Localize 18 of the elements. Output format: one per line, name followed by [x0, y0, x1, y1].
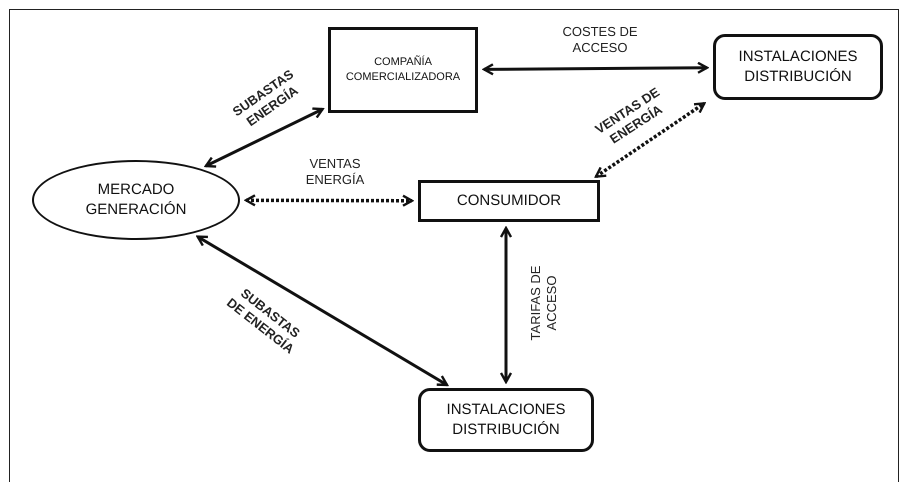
double-arrow: [204, 107, 324, 168]
edge-label: TARIFAS DE ACCESO: [528, 264, 560, 342]
process-box: [418, 388, 594, 452]
dotted-arrow: [244, 194, 414, 207]
dotted-arrow: [594, 102, 706, 178]
edge-label: COSTES DE ACCESO: [561, 24, 639, 56]
process-box: [418, 180, 600, 222]
process-box: [713, 34, 883, 100]
node-label: COMPAÑÍA COMERCIALIZADORA: [344, 55, 462, 85]
double-arrow: [482, 62, 708, 76]
process-box: [328, 27, 478, 113]
double-arrow: [500, 226, 512, 384]
node-label: CONSUMIDOR: [456, 190, 562, 211]
double-arrow: [196, 235, 448, 386]
node-label: MERCADO GENERACIÓN: [84, 180, 188, 220]
node-label: INSTALACIONES DISTRIBUCIÓN: [446, 400, 566, 440]
edge-label: VENTAS ENERGÍA: [304, 156, 366, 188]
node-label: INSTALACIONES DISTRIBUCIÓN: [738, 46, 858, 87]
